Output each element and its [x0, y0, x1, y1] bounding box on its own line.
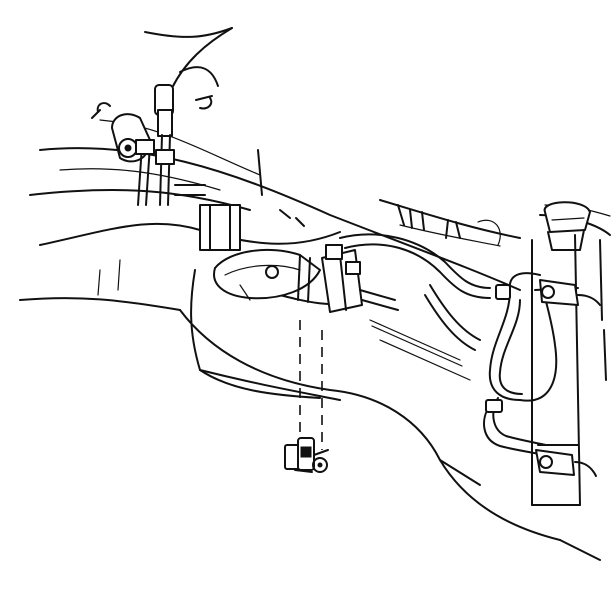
cooler-lines [339, 233, 558, 456]
hood-outline [144, 27, 233, 89]
upper-tube-assembly [91, 84, 263, 206]
leader-line [299, 320, 323, 450]
radiator [531, 201, 607, 506]
hose-connector-detail [284, 437, 329, 473]
engine-block [190, 204, 361, 401]
lower-frame [19, 259, 601, 561]
frame-markings [279, 204, 501, 246]
radiator-fittings [535, 279, 601, 477]
hose-clamp-bracket [321, 244, 399, 313]
